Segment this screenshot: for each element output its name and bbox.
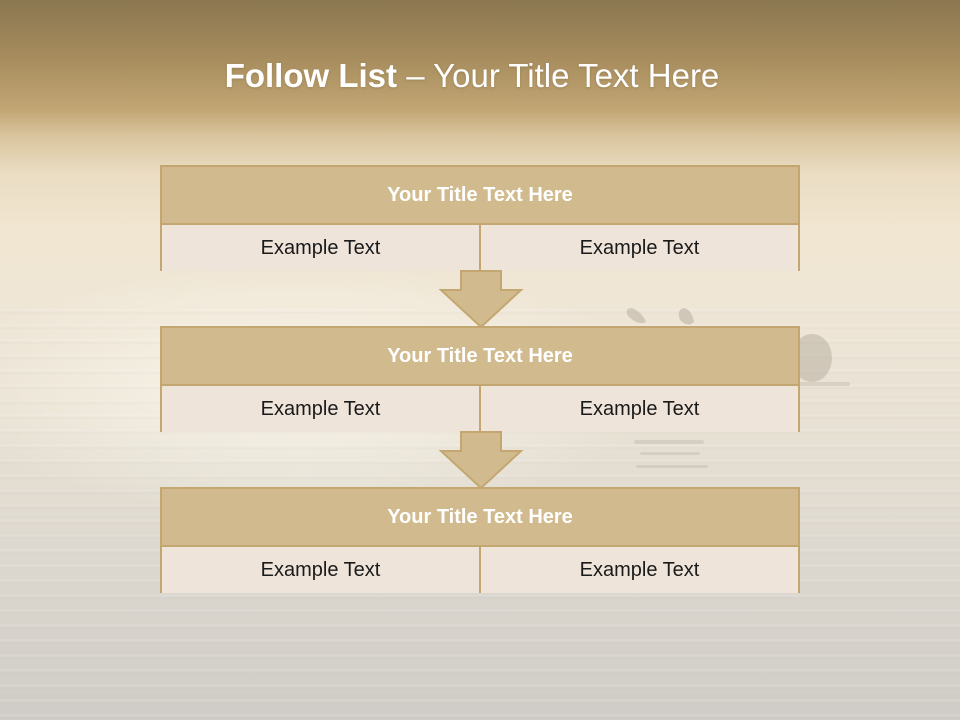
swimmer-silhouette [626,308,850,468]
title-rest-part: – Your Title Text Here [397,57,720,94]
down-arrow-icon [438,431,524,490]
block-title: Your Title Text Here [162,328,798,386]
title-bold-part: Follow List [224,57,398,94]
block-cell-right: Example Text [479,547,798,593]
block-cell-left: Example Text [162,386,479,432]
list-block-3: Your Title Text Here Example Text Exampl… [160,487,800,593]
block-cell-left: Example Text [162,547,479,593]
block-title: Your Title Text Here [162,489,798,547]
block-cell-right: Example Text [479,225,798,271]
block-title: Your Title Text Here [162,167,798,225]
block-cell-left: Example Text [162,225,479,271]
block-cell-right: Example Text [479,386,798,432]
list-block-1: Your Title Text Here Example Text Exampl… [160,165,800,271]
list-block-2: Your Title Text Here Example Text Exampl… [160,326,800,432]
down-arrow-icon [438,270,524,329]
slide-title: Follow List – Your Title Text Here [0,52,944,100]
